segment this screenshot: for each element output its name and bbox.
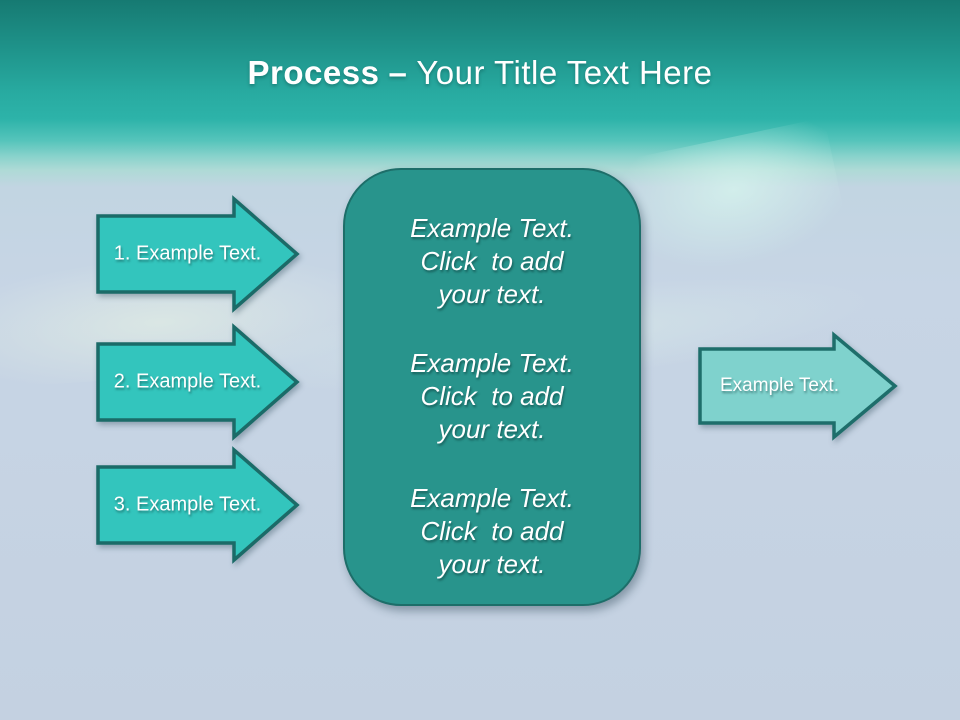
placeholder-line: your text.: [438, 279, 546, 309]
placeholder-line: your text.: [438, 549, 546, 579]
placeholder-line: Example Text.: [410, 483, 574, 513]
right-pointing-arrow-shape-icon: [96, 323, 300, 441]
process-arrow-step-2: 2. Example Text.: [96, 323, 301, 441]
slide-title-text: Your Title Text Here: [416, 54, 713, 91]
slide-title-keyword: Process: [247, 54, 380, 91]
right-pointing-arrow-shape-icon: [96, 446, 300, 564]
placeholder-line: Example Text.: [410, 348, 574, 378]
right-pointing-arrow-shape-icon: [698, 331, 898, 441]
placeholder-text-block: Example Text. Click to add your text.: [410, 482, 574, 581]
placeholder-line: your text.: [438, 414, 546, 444]
step-1-label: 1. Example Text.: [113, 242, 262, 265]
center-content-box: Example Text. Click to add your text. Ex…: [343, 168, 641, 606]
process-arrow-step-1: 1. Example Text.: [96, 195, 301, 313]
step-3-label: 3. Example Text.: [113, 493, 262, 516]
process-output-arrow: Example Text.: [698, 331, 899, 441]
process-arrow-step-3: 3. Example Text.: [96, 446, 301, 564]
output-arrow-label: Example Text.: [720, 375, 839, 396]
placeholder-text-block: Example Text. Click to add your text.: [410, 212, 574, 311]
slide-title: Process–Your Title Text Here: [0, 54, 960, 92]
placeholder-line: Click to add: [420, 516, 564, 546]
slide-title-separator: –: [388, 54, 408, 91]
step-2-label: 2. Example Text.: [113, 370, 262, 393]
right-pointing-arrow-shape-icon: [96, 195, 300, 313]
placeholder-line: Click to add: [420, 246, 564, 276]
placeholder-text-block: Example Text. Click to add your text.: [410, 347, 574, 446]
placeholder-line: Click to add: [420, 381, 564, 411]
placeholder-line: Example Text.: [410, 213, 574, 243]
